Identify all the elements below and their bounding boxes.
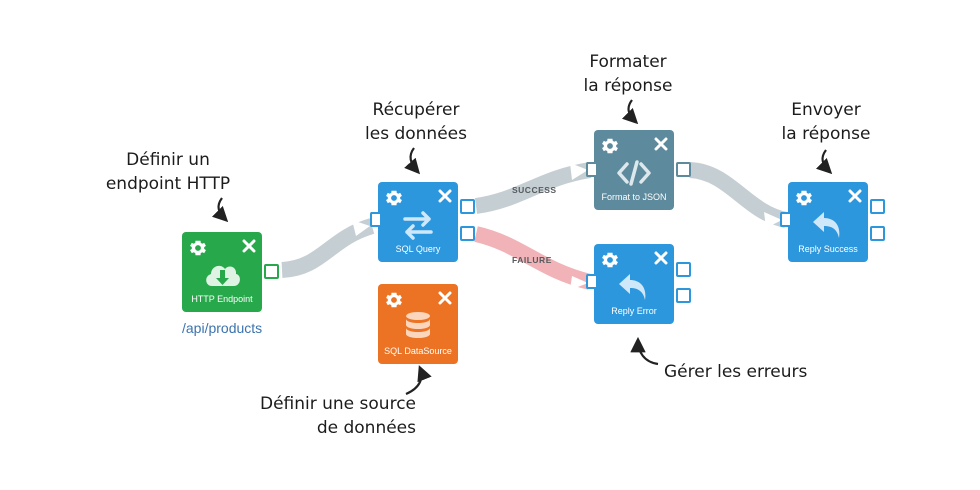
- output-port[interactable]: [870, 226, 885, 241]
- annotation-format-response: Formater la réponse: [548, 50, 708, 98]
- output-port[interactable]: [676, 288, 691, 303]
- close-icon[interactable]: [438, 291, 452, 305]
- sql-datasource-node[interactable]: SQL DataSource: [378, 284, 458, 364]
- gear-icon[interactable]: [188, 238, 208, 258]
- format-to-json-node[interactable]: Format to JSON: [594, 130, 674, 210]
- output-port[interactable]: [870, 199, 885, 214]
- connection-arrowhead: [764, 212, 782, 228]
- output-port-success[interactable]: [460, 199, 475, 214]
- gear-icon[interactable]: [384, 290, 404, 310]
- output-port[interactable]: [676, 262, 691, 277]
- annotation-define-datasource: Définir une source de données: [226, 392, 416, 440]
- reply-arrow-icon: [619, 274, 646, 300]
- code-brackets-icon: [617, 160, 651, 186]
- close-icon[interactable]: [848, 189, 862, 203]
- gear-icon[interactable]: [384, 188, 404, 208]
- node-label: SQL Query: [395, 244, 441, 254]
- close-icon[interactable]: [438, 189, 452, 203]
- annotation-fetch-data: Récupérer les données: [336, 98, 496, 146]
- node-label: Format to JSON: [601, 192, 667, 202]
- success-edge-label: SUCCESS: [512, 185, 557, 195]
- annotation-line: Envoyer: [791, 100, 861, 120]
- database-icon: [406, 312, 430, 338]
- gear-icon[interactable]: [794, 188, 814, 208]
- annotation-line: Gérer les erreurs: [664, 362, 808, 382]
- input-port[interactable]: [586, 274, 596, 289]
- http-endpoint-node[interactable]: HTTP Endpoint: [182, 232, 262, 312]
- annotation-arrow: [630, 336, 659, 366]
- annotation-arrow: [621, 99, 639, 125]
- cloud-download-icon: [206, 265, 240, 286]
- output-port[interactable]: [264, 264, 279, 279]
- annotation-line: Récupérer: [372, 100, 460, 120]
- annotation-line: endpoint HTTP: [105, 174, 231, 194]
- annotation-define-endpoint: Définir un endpoint HTTP: [88, 148, 248, 196]
- reply-arrow-icon: [813, 212, 840, 238]
- connection-arrowhead: [570, 163, 588, 180]
- swap-arrows-icon: [403, 211, 433, 240]
- close-icon[interactable]: [654, 251, 668, 265]
- reply-error-node[interactable]: Reply Error: [594, 244, 674, 324]
- close-icon[interactable]: [654, 137, 668, 151]
- input-port[interactable]: [586, 162, 596, 177]
- node-label: Reply Error: [611, 306, 657, 316]
- node-label: Reply Success: [798, 244, 858, 254]
- annotation-line: Formater: [589, 52, 667, 72]
- connection-arrowhead: [352, 220, 370, 236]
- annotation-line: la réponse: [781, 124, 871, 144]
- annotation-handle-errors: Gérer les erreurs: [664, 360, 834, 384]
- node-label: HTTP Endpoint: [191, 294, 253, 304]
- annotation-line: de données: [316, 418, 416, 438]
- annotation-send-response: Envoyer la réponse: [746, 98, 906, 146]
- gear-icon[interactable]: [600, 136, 620, 156]
- connection-format-to-reply[interactable]: [689, 162, 789, 228]
- failure-edge-label: FAILURE: [512, 255, 552, 265]
- annotation-line: les données: [365, 124, 467, 144]
- annotation-arrow: [211, 197, 229, 223]
- input-port[interactable]: [780, 212, 790, 227]
- node-label: SQL DataSource: [384, 346, 452, 356]
- annotation-arrow: [404, 147, 421, 175]
- connection-arrowhead: [570, 276, 588, 290]
- annotation-arrow: [405, 365, 432, 396]
- sql-query-node[interactable]: SQL Query: [378, 182, 458, 262]
- annotation-arrow: [815, 149, 833, 175]
- gear-icon[interactable]: [600, 250, 620, 270]
- close-icon[interactable]: [242, 239, 256, 253]
- output-port[interactable]: [676, 162, 691, 177]
- output-port-failure[interactable]: [460, 226, 475, 241]
- input-port[interactable]: [370, 212, 380, 227]
- annotation-line: la réponse: [583, 76, 673, 96]
- endpoint-path-link[interactable]: /api/products: [182, 320, 263, 336]
- annotation-line: Définir un: [126, 150, 210, 170]
- reply-success-node[interactable]: Reply Success: [788, 182, 868, 262]
- annotation-line: Définir une source: [259, 394, 416, 414]
